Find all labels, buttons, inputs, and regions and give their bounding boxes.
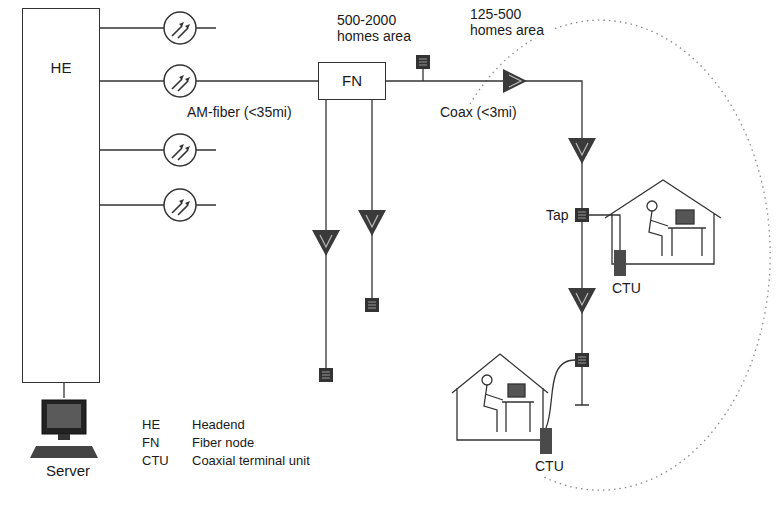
fiber-lines [100,149,216,150]
fiber-label: AM-fiber (<35mi) [185,104,294,120]
fiber-link [63,383,64,398]
house [508,384,525,397]
legend-abbreviation: CTU [140,454,171,469]
coax-lines [546,360,575,428]
fiber-link [100,80,318,81]
server-icon [47,404,81,428]
coax-lines [371,100,372,305]
area-label: 500-2000 homes area [335,12,423,44]
tap-symbol [575,208,589,222]
optical-transmitter [164,134,196,166]
coax-lines [386,81,589,405]
tap-symbol [319,368,333,382]
tap-symbol [416,55,430,69]
house [676,210,694,224]
node-label: FN [342,72,362,90]
legend-text: Headend [190,418,247,433]
coax-lines [326,69,620,428]
server-node: Server [28,398,108,480]
coax-label: Coax (<3mi) [438,104,519,120]
optical-transmitter [164,65,196,97]
house [452,180,721,440]
amplifier [568,138,596,164]
service-area-outline [470,20,770,490]
node-label: HE [27,59,95,77]
legend-abbreviation: FN [140,436,161,451]
coax-lines [422,69,423,81]
coax-lines [589,215,620,250]
house [649,211,668,256]
house [647,201,657,211]
optical-transmitter [164,12,196,44]
amplifier [509,75,521,87]
fiber-node-box: FN [318,62,386,100]
amplifier [503,69,527,93]
amplifier [358,210,386,236]
tap-symbol [365,298,379,312]
legend-text: Fiber node [190,436,256,451]
connector-layer [64,81,318,398]
tap-symbol [319,55,589,382]
house [502,402,534,432]
legend-abbreviation: HE [140,418,162,433]
server-icon [58,434,70,440]
house [668,228,706,256]
tap-label: Tap [544,207,571,223]
server-icon [30,446,98,458]
server-icon [42,400,86,434]
server-icon [30,400,98,458]
fiber-lines [100,204,216,205]
amplifier [568,288,596,314]
amplifier [312,69,596,314]
area-label: 125-500 homes area [468,6,552,38]
headend-box: HE [22,8,100,383]
house [484,385,503,432]
legend-text: Coaxial terminal unit [190,454,312,469]
node-label: Server [30,462,106,480]
house [482,375,492,385]
tap-symbol [575,353,589,367]
fiber-lines [100,27,216,28]
ctu-device [540,428,552,454]
ctu-label: CTU [610,280,643,296]
ctu-device [614,250,626,276]
house [452,354,548,440]
ctu-label: CTU [533,458,566,474]
optical-transmitter [164,189,196,221]
amplifier [312,230,340,256]
